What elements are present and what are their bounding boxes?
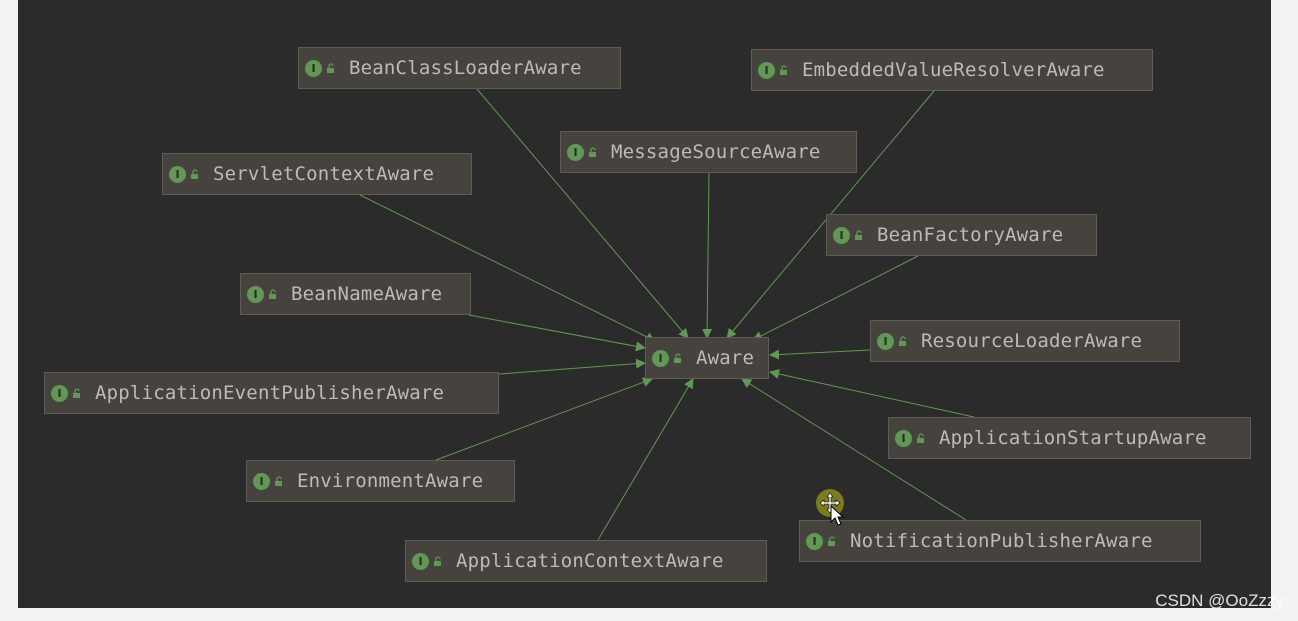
public-lock-icon (674, 352, 681, 363)
node-label: BeanNameAware (291, 283, 443, 305)
watermark: CSDN @OoZzzy (1155, 591, 1284, 610)
node-label: BeanClassLoaderAware (349, 57, 582, 79)
node-application-event-publisher-aware[interactable]: I ApplicationEventPublisherAware (44, 372, 499, 414)
public-lock-icon (899, 335, 906, 346)
node-bean-class-loader-aware[interactable]: I BeanClassLoaderAware (298, 47, 621, 89)
node-environment-aware[interactable]: I EnvironmentAware (246, 460, 515, 502)
public-lock-icon (327, 62, 334, 73)
node-resource-loader-aware[interactable]: I ResourceLoaderAware (870, 320, 1180, 362)
edge-bean-class-loader-aware (476, 88, 689, 339)
node-label: Aware (696, 347, 755, 369)
node-bean-name-aware[interactable]: I BeanNameAware (240, 273, 471, 315)
node-notification-publisher-aware[interactable]: I NotificationPublisherAware (799, 520, 1201, 562)
edge-application-context-aware (597, 378, 694, 541)
public-lock-icon (917, 432, 924, 443)
node-application-startup-aware[interactable]: I ApplicationStartupAware (888, 417, 1251, 459)
edge-application-event-publisher-aware (498, 358, 646, 375)
node-application-context-aware[interactable]: I ApplicationContextAware (405, 540, 767, 582)
interface-icon: I (567, 143, 584, 161)
node-label: ApplicationContextAware (456, 550, 724, 572)
interface-icon: I (758, 61, 775, 79)
node-aware-center[interactable]: I Aware (645, 337, 769, 379)
public-lock-icon (855, 229, 862, 240)
node-label: ApplicationStartupAware (939, 427, 1207, 449)
edge-notification-publisher-aware (741, 378, 967, 521)
edge-resource-loader-aware (769, 349, 871, 360)
edge-application-startup-aware (769, 369, 975, 418)
public-lock-icon (269, 288, 276, 299)
public-lock-icon (191, 168, 198, 179)
interface-icon: I (169, 165, 186, 183)
interface-icon: I (806, 532, 823, 550)
node-bean-factory-aware[interactable]: I BeanFactoryAware (826, 214, 1097, 256)
interface-icon: I (895, 429, 912, 447)
node-message-source-aware[interactable]: I MessageSourceAware (560, 131, 857, 173)
edge-bean-name-aware (468, 314, 646, 352)
node-label: NotificationPublisherAware (850, 530, 1153, 552)
edge-environment-aware (435, 377, 653, 461)
node-label: EmbeddedValueResolverAware (802, 59, 1105, 81)
node-label: MessageSourceAware (611, 141, 821, 163)
public-lock-icon (73, 387, 80, 398)
interface-icon: I (253, 472, 270, 490)
node-servlet-context-aware[interactable]: I ServletContextAware (162, 153, 472, 195)
interface-icon: I (652, 349, 669, 367)
node-label: EnvironmentAware (297, 470, 484, 492)
interface-icon: I (305, 59, 322, 77)
inheritance-edges (359, 88, 975, 541)
node-label: BeanFactoryAware (877, 224, 1064, 246)
node-embedded-value-resolver-aware[interactable]: I EmbeddedValueResolverAware (751, 49, 1153, 91)
interface-icon: I (51, 384, 68, 402)
public-lock-icon (589, 146, 596, 157)
interface-icon: I (877, 332, 894, 350)
edge-message-source-aware (702, 172, 713, 339)
public-lock-icon (780, 64, 787, 75)
node-label: ResourceLoaderAware (921, 330, 1143, 352)
edge-bean-factory-aware (752, 255, 919, 341)
interface-icon: I (833, 226, 850, 244)
public-lock-icon (275, 475, 282, 486)
public-lock-icon (828, 535, 835, 546)
node-label: ApplicationEventPublisherAware (95, 382, 445, 404)
interface-icon: I (412, 552, 429, 570)
public-lock-icon (434, 555, 441, 566)
move-cursor-icon (816, 489, 845, 526)
interface-icon: I (247, 285, 264, 303)
edge-servlet-context-aware (359, 194, 656, 342)
node-label: ServletContextAware (213, 163, 435, 185)
